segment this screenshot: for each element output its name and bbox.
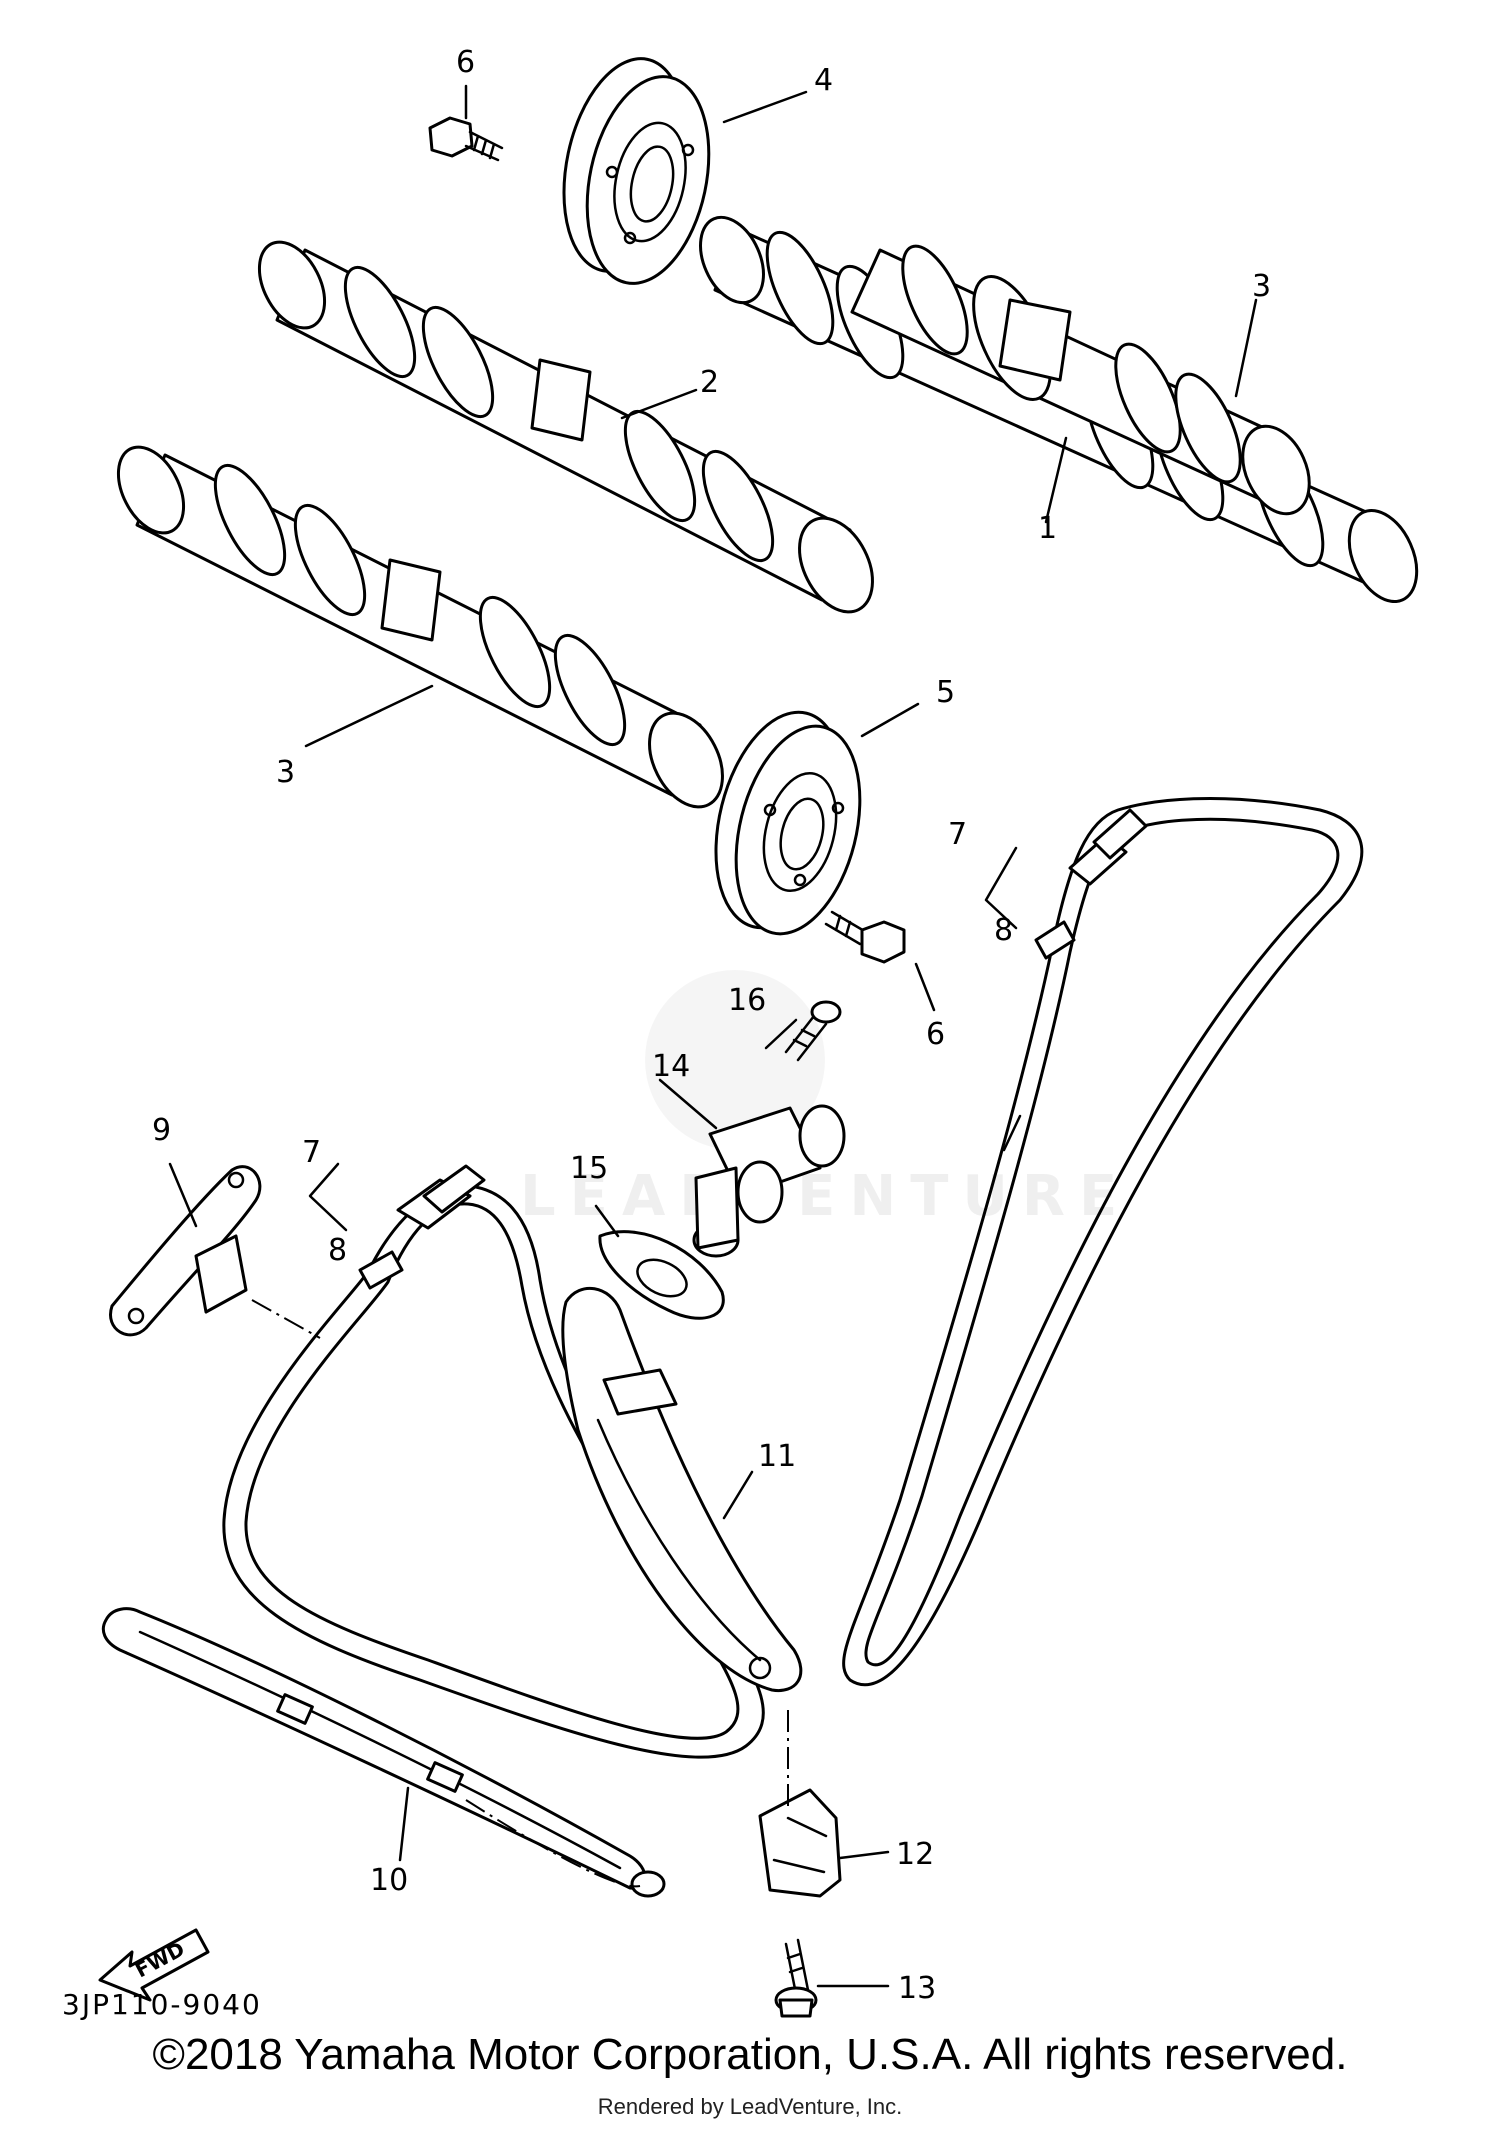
callout-7b: 7	[948, 817, 967, 852]
rendered-by-notice: Rendered by LeadVenture, Inc.	[597, 2094, 903, 2119]
camshaft-intake[interactable]	[850, 237, 1322, 524]
callout-3b: 3	[276, 755, 295, 790]
callout-9: 9	[152, 1113, 171, 1148]
callout-10: 10	[370, 1863, 408, 1898]
tensioner-gasket[interactable]	[598, 1230, 725, 1320]
chain-tensioner[interactable]	[692, 1104, 846, 1258]
camshaft-middle[interactable]	[246, 231, 887, 624]
callout-12: 12	[896, 1837, 934, 1872]
assembly-lines	[251, 1299, 789, 1888]
camshaft-lower-left[interactable]	[105, 436, 737, 819]
callout-15: 15	[570, 1151, 608, 1186]
callout-11: 11	[758, 1439, 796, 1474]
callout-14: 14	[652, 1049, 690, 1084]
callout-1: 1	[1038, 511, 1057, 546]
chain-guide-stopper[interactable]	[109, 1165, 262, 1337]
callout-8a: 8	[328, 1233, 347, 1268]
callout-13: 13	[898, 1971, 936, 2006]
retainer-bolt[interactable]	[774, 1938, 818, 2018]
callout-16: 16	[728, 983, 766, 1018]
callout-6a: 6	[456, 45, 475, 80]
watermark-text: LEADVENTURE	[520, 1164, 1131, 1229]
copyright-notice: ©2018 Yamaha Motor Corporation, U.S.A. A…	[152, 2030, 1348, 2079]
bolt-upper[interactable]	[428, 116, 504, 162]
chain-guide-tensioner[interactable]	[561, 1286, 803, 1693]
callouts: 1 2 3 3 4 5 6 6 7 7 8 8 9 10 11 12 13 14…	[152, 45, 1271, 2006]
leader-lines	[168, 84, 1258, 1988]
guide-retainer[interactable]	[758, 1788, 842, 1898]
bolt-lower[interactable]	[824, 910, 906, 964]
callout-2: 2	[700, 365, 719, 400]
sprocket-lower[interactable]	[695, 699, 880, 947]
callout-6b: 6	[926, 1017, 945, 1052]
tensioner-bolt[interactable]	[784, 1000, 842, 1062]
chain-guide-lower[interactable]	[101, 1607, 666, 1898]
sprocket-upper[interactable]	[546, 47, 727, 294]
timing-chain-right[interactable]	[842, 796, 1364, 1687]
callout-7a: 7	[302, 1135, 321, 1170]
callout-4: 4	[814, 63, 833, 98]
timing-chain-left[interactable]	[222, 1164, 765, 1759]
callout-5: 5	[936, 675, 955, 710]
figure-code: 3JP110-9040	[62, 1988, 262, 2021]
callout-8b: 8	[994, 913, 1013, 948]
callout-3a: 3	[1252, 269, 1271, 304]
